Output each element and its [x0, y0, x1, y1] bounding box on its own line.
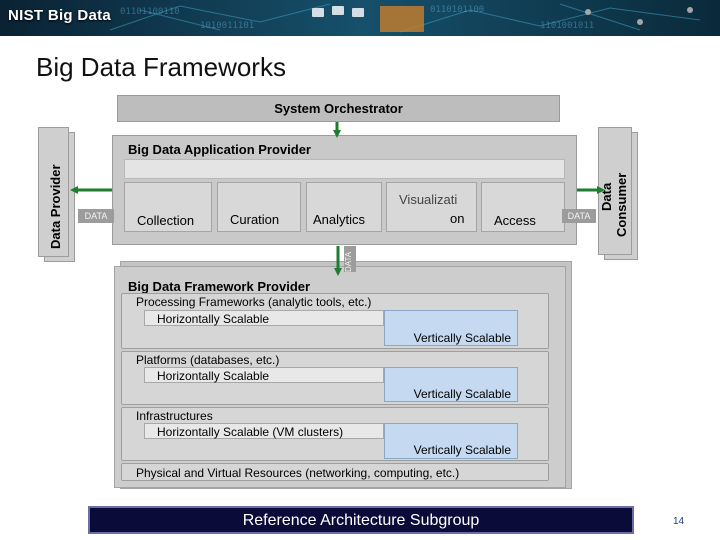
- step-visualization-clipped-label: Visualizati: [399, 192, 458, 207]
- system-orchestrator: System Orchestrator: [117, 95, 560, 122]
- footer-banner: Reference Architecture Subgroup: [88, 506, 634, 534]
- step-access-label: Access: [494, 213, 536, 228]
- physical-resources-layer: Physical and Virtual Resources (networki…: [121, 463, 549, 481]
- data-provider-panel: Data Provider: [38, 127, 69, 257]
- infrastructures-label: Infrastructures: [136, 409, 213, 423]
- step-collection-label: Collection: [137, 213, 195, 228]
- platforms-layer: Platforms (databases, etc.) Horizontally…: [121, 351, 549, 405]
- platforms-vertical-bar: Vertically Scalable: [384, 367, 518, 402]
- step-analytics-box: Analytics: [306, 182, 382, 232]
- infrastructures-vertical-label: Vertically Scalable: [413, 443, 511, 457]
- infrastructures-vertical-bar: Vertically Scalable: [384, 423, 518, 459]
- platforms-horizontal-bar: Horizontally Scalable: [144, 367, 384, 383]
- step-visualization-box: Visualizati on: [386, 182, 477, 232]
- infrastructures-horizontal-label: Horizontally Scalable (VM clusters): [157, 425, 344, 439]
- consumer-data-tag: DATA: [562, 209, 596, 223]
- footer-label: Reference Architecture Subgroup: [242, 512, 480, 529]
- processing-horizontal-bar: Horizontally Scalable: [144, 310, 384, 326]
- framework-data-tag-box: DATA: [344, 246, 356, 272]
- platforms-label: Platforms (databases, etc.): [136, 353, 280, 367]
- step-access-box: Access: [481, 182, 565, 232]
- framework-provider-label: Big Data Framework Provider: [128, 279, 311, 294]
- svg-text:01101100110: 01101100110: [120, 7, 180, 17]
- step-visualization-label: on: [450, 211, 465, 226]
- provider-data-tag: DATA: [78, 209, 114, 223]
- infrastructures-horizontal-bar: Horizontally Scalable (VM clusters): [144, 423, 384, 439]
- platforms-vertical-label: Vertically Scalable: [413, 387, 511, 401]
- processing-frameworks-label: Processing Frameworks (analytic tools, e…: [136, 295, 372, 309]
- system-orchestrator-label: System Orchestrator: [274, 101, 403, 116]
- svg-text:1101001011: 1101001011: [540, 21, 594, 31]
- application-provider-panel: Big Data Application Provider Collection…: [112, 135, 577, 245]
- step-collection-box: Collection: [124, 182, 212, 232]
- slide-title: Big Data Frameworks: [36, 52, 286, 82]
- platforms-horizontal-label: Horizontally Scalable: [157, 369, 270, 383]
- brand-logo: NIST Big Data: [8, 7, 112, 24]
- physical-resources-label: Physical and Virtual Resources (networki…: [136, 466, 460, 480]
- step-curation-label: Curation: [230, 212, 280, 227]
- step-curation-box: Curation: [217, 182, 301, 232]
- header-banner: 01101100110 1010011101 0110101100 110100…: [0, 0, 720, 36]
- application-inner-strip: [124, 159, 565, 179]
- page-number: 14: [673, 516, 685, 527]
- processing-vertical-bar: Vertically Scalable: [384, 310, 518, 346]
- processing-vertical-label: Vertically Scalable: [413, 331, 511, 345]
- framework-provider-panel: Big Data Framework Provider Processing F…: [114, 266, 566, 488]
- processing-frameworks-layer: Processing Frameworks (analytic tools, e…: [121, 293, 549, 349]
- svg-text:0110101100: 0110101100: [430, 5, 484, 15]
- circuit-pattern-graphic: 01101100110 1010011101 0110101100 110100…: [0, 0, 720, 36]
- framework-data-tag: DATA: [344, 251, 353, 272]
- processing-horizontal-label: Horizontally Scalable: [157, 312, 270, 326]
- application-provider-label: Big Data Application Provider: [128, 142, 311, 157]
- svg-text:1010011101: 1010011101: [200, 21, 254, 31]
- infrastructures-layer: Infrastructures Horizontally Scalable (V…: [121, 407, 549, 461]
- step-analytics-label: Analytics: [313, 212, 366, 227]
